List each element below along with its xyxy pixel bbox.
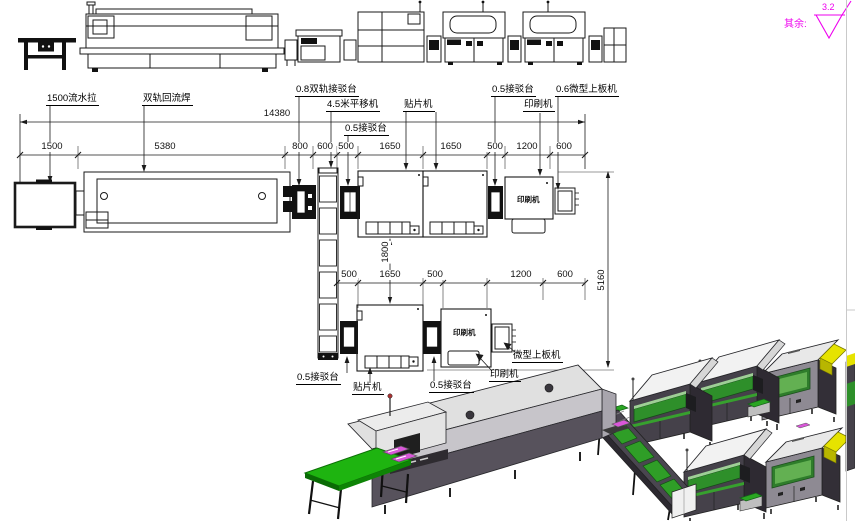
dim-top-1200: 1200 [515,141,539,152]
plan-mounter-bottom [356,304,424,372]
dim-top-500a: 500 [337,141,355,152]
plan-reflow-oven [83,171,292,233]
leader-lines [47,97,561,383]
dim-overall-length: 14380 [262,108,292,119]
render-reflow-oven [347,364,631,514]
dim-top-1650b: 1650 [439,141,463,152]
label-shuttle: 4.5米平移机 [326,99,381,112]
elevation-mounter-1 [442,0,506,65]
label-connector-mid: 0.5接驳台 [344,123,389,136]
dim-top-5380: 5380 [153,141,177,152]
label-micro-loader-top: 0.6微型上板机 [555,84,619,97]
dim-bot-1650: 1650 [378,269,402,280]
plan-mounter-1 [357,170,424,238]
plan-micro-loader-top [554,187,579,215]
dim-top-800: 800 [291,141,309,152]
elevation-infeed-table [18,38,76,70]
label-mounter-top: 贴片机 [403,99,435,112]
label-printer-top: 印刷机 [523,99,555,112]
dim-top-1650a: 1650 [378,141,402,152]
dim-vertical-1800: 1800 [380,240,391,264]
label-connector-bottom-left: 0.5接驳台 [296,372,341,385]
dim-top-500b: 500 [486,141,504,152]
isometric-render [303,339,855,521]
label-flow-line: 1500流水拉 [46,93,99,106]
dimension-lines [16,114,614,371]
label-printer-bottom: 印刷机 [489,369,521,382]
plan-connector-mid [340,186,360,219]
render-printer-lower [765,427,851,515]
label-reflow-oven: 双轨回流焊 [142,93,193,106]
printer-bottom-nameplate: 印刷机 [453,328,476,337]
plan-connector-top-right [488,186,503,219]
label-micro-loader-bottom: 微型上板机 [512,350,563,363]
dim-bot-600: 600 [556,269,574,280]
label-dual-track-connector: 0.8双轨接驳台 [295,84,359,97]
plan-dual-track-connector [292,185,316,219]
elevation-mounter-2 [507,0,586,65]
dim-top-600a: 600 [316,141,334,152]
surface-note-prefix: 其余: [784,19,807,30]
dim-bot-500b: 500 [426,269,444,280]
label-connector-bottom-right: 0.5接驳台 [429,380,474,393]
dim-bot-500a: 500 [340,269,358,280]
elevation-view [18,0,627,72]
plan-connector-bottom-right [423,321,441,354]
plan-printer-top [504,176,554,234]
plan-mounter-2 [422,170,488,238]
render-edge-machine [795,353,855,472]
elevation-reflow-oven [79,1,285,72]
drawing-border [846,0,855,521]
plan-micro-loader-bottom [491,323,516,353]
plan-printer-bottom [440,308,492,368]
plan-shuttle-conveyor [317,167,339,360]
surface-roughness-value: 3.2 [822,2,835,12]
plan-infeed-conveyor [13,179,85,230]
dim-bot-1200: 1200 [509,269,533,280]
plan-view [13,167,579,372]
dim-vertical-5160: 5160 [596,268,607,292]
dim-top-1500: 1500 [40,141,64,152]
render-mounter-lower [683,428,773,521]
label-mounter-bottom: 贴片机 [352,382,384,395]
label-connector-top: 0.5接驳台 [491,84,536,97]
elevation-end-frames [588,27,627,63]
render-infeed-table [303,445,419,520]
plan-connector-bottom-left [340,321,358,354]
dim-top-600b: 600 [555,141,573,152]
elevation-middle-machines [284,0,442,66]
printer-top-nameplate: 印刷机 [517,195,540,204]
